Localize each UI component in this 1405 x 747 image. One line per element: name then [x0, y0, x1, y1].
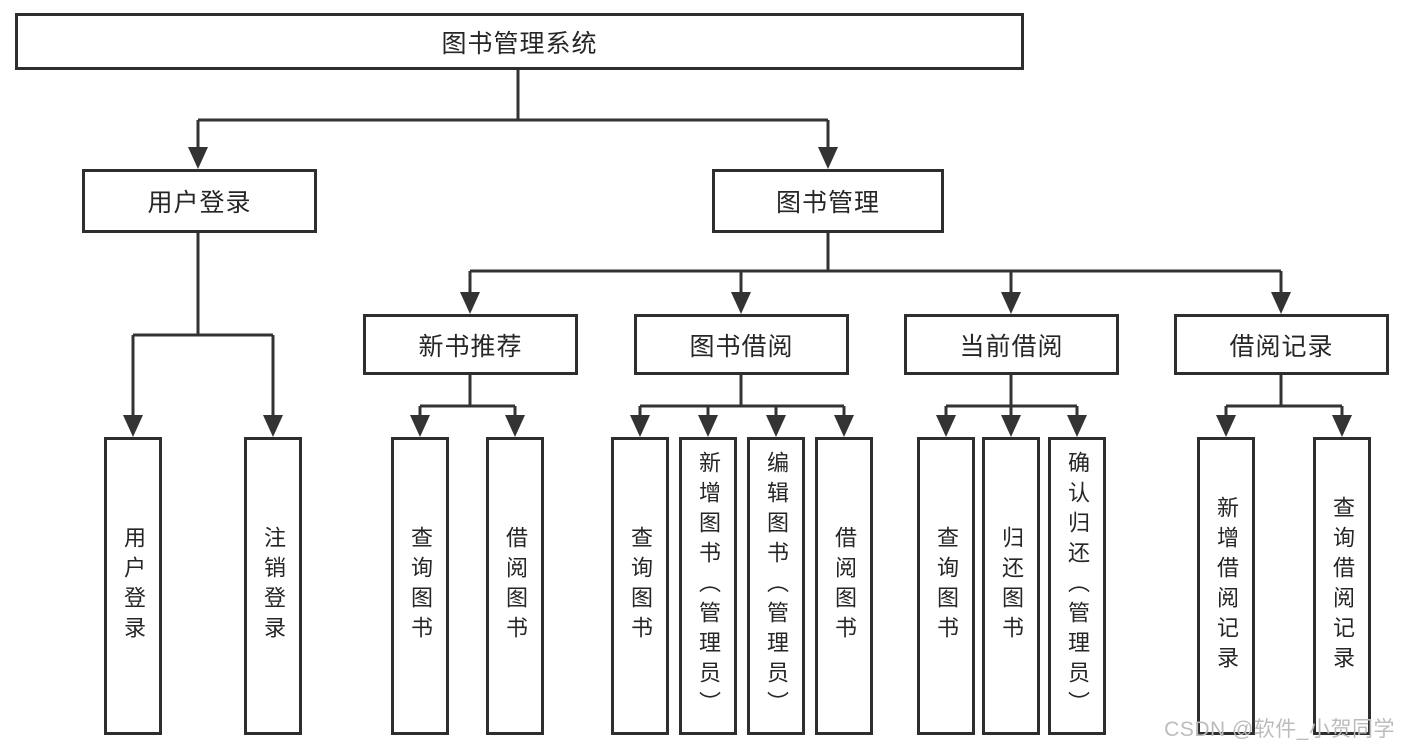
node-label: 图书借阅: [689, 332, 794, 361]
node-label: 借阅记录: [1229, 332, 1334, 361]
node-label: 查询图书: [408, 526, 433, 646]
leaf-user-login: 用户登录: [104, 437, 162, 735]
node-label: 编辑图书（管理员）: [764, 451, 789, 721]
node-library-management-system: 图书管理系统: [15, 13, 1024, 70]
arrowhead: [936, 415, 1087, 437]
connector-line: [638, 375, 846, 419]
node-label: 用户登录: [121, 526, 146, 646]
node-label: 确认归还（管理员）: [1065, 451, 1090, 721]
leaf-logout: 注销登录: [244, 437, 302, 735]
leaf-edit-books-admin: 编辑图书（管理员）: [747, 437, 805, 735]
node-current-borrowing: 当前借阅: [904, 314, 1119, 375]
arrowhead: [188, 147, 838, 169]
connector-book-management-branch: [460, 233, 1291, 314]
leaf-query-books-recommend: 查询图书: [391, 437, 449, 735]
leaf-add-borrow-record: 新增借阅记录: [1197, 437, 1255, 735]
connector-line: [196, 70, 830, 151]
connector-user-login-branch: [123, 233, 283, 437]
arrowhead: [460, 292, 1291, 314]
connector-new-book-branch: [410, 375, 525, 437]
node-label: 借阅图书: [503, 526, 528, 646]
node-borrowing-records: 借阅记录: [1174, 314, 1389, 375]
arrowhead: [1216, 415, 1352, 437]
node-label: 图书管理系统: [441, 29, 598, 58]
leaf-return-books: 归还图书: [982, 437, 1040, 735]
node-label: 新书推荐: [418, 332, 523, 361]
connector-line: [468, 233, 1283, 296]
node-label: 注销登录: [261, 526, 286, 646]
node-label: 查询借阅记录: [1330, 496, 1355, 676]
node-label: 图书管理: [775, 189, 880, 217]
connector-line: [131, 233, 275, 419]
leaf-confirm-return-admin: 确认归还（管理员）: [1048, 437, 1106, 735]
leaf-query-books-borrow: 查询图书: [611, 437, 669, 735]
csdn-watermark: CSDN @软件_小贺同学: [1164, 718, 1395, 741]
leaf-query-books-current: 查询图书: [917, 437, 975, 735]
node-label: 用户登录: [147, 189, 252, 217]
connector-root-to-level2: [188, 70, 838, 169]
leaf-query-borrow-record: 查询借阅记录: [1313, 437, 1371, 735]
connector-current-borrow-branch: [936, 375, 1087, 437]
arrowhead: [123, 415, 283, 437]
node-label: 借阅图书: [832, 526, 857, 646]
node-label: 新增借阅记录: [1214, 496, 1239, 676]
node-label: 当前借阅: [959, 332, 1064, 361]
connector-book-borrow-branch: [630, 375, 854, 437]
connector-line: [418, 375, 517, 419]
leaf-add-books-admin: 新增图书（管理员）: [679, 437, 737, 735]
node-book-borrowing: 图书借阅: [634, 314, 849, 375]
node-label: 新增图书（管理员）: [696, 451, 721, 721]
arrowhead: [630, 415, 854, 437]
node-book-management: 图书管理: [712, 169, 944, 233]
node-user-login: 用户登录: [82, 169, 317, 233]
connector-line: [1224, 375, 1344, 419]
node-label: 归还图书: [999, 526, 1024, 646]
leaf-borrow-books: 借阅图书: [815, 437, 873, 735]
connector-borrow-records-branch: [1216, 375, 1352, 437]
node-label: 查询图书: [934, 526, 959, 646]
node-label: 查询图书: [628, 526, 653, 646]
leaf-borrow-books-recommend: 借阅图书: [486, 437, 544, 735]
connector-line: [944, 375, 1079, 419]
arrowhead: [410, 415, 525, 437]
node-new-book-recommendation: 新书推荐: [363, 314, 578, 375]
